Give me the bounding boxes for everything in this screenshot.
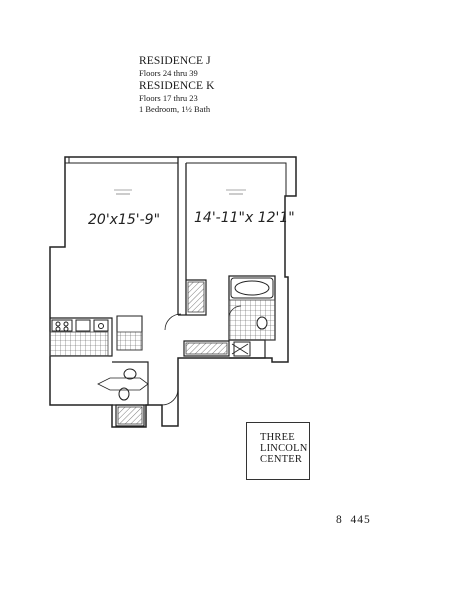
- bath-cross: [231, 343, 249, 355]
- hall-closet-shelving: [185, 342, 228, 355]
- bathtub-basin: [234, 280, 270, 296]
- hall-closet: [183, 340, 230, 357]
- header-residence-j: RESIDENCE J: [139, 55, 211, 67]
- header-floors-j: Floors 24 thru 39: [139, 68, 198, 78]
- three-lincoln-center-logo: THREE LINCOLN CENTER: [246, 422, 310, 480]
- kitchen-sink-drain: [98, 323, 104, 329]
- closet-shelving: [187, 281, 205, 313]
- header-unit-type: 1 Bedroom, 1½ Bath: [139, 104, 211, 114]
- header-residence-k: RESIDENCE K: [139, 80, 215, 92]
- entry-closet-shelving: [117, 406, 143, 425]
- kitchen-floor-tiles: [49, 331, 109, 357]
- door-swing: [164, 313, 182, 331]
- bedroom-dimensions: 14'-11"x 12'1": [194, 210, 295, 226]
- entry-closet: [115, 404, 145, 427]
- window-band: [64, 157, 287, 196]
- burner: [63, 321, 69, 327]
- partition-wall: [177, 157, 187, 316]
- living-room-dimensions: 20'x15'-9": [88, 212, 160, 228]
- stove: [51, 319, 73, 332]
- powder-room-sink: [123, 368, 137, 380]
- logo-line-2: LINCOLN: [260, 443, 308, 454]
- burner: [63, 326, 69, 332]
- burner: [55, 326, 61, 332]
- door-swing: [161, 388, 179, 406]
- header-floors-k: Floors 17 thru 23: [139, 93, 198, 103]
- exterior-wall: [49, 156, 297, 428]
- toilet: [256, 316, 268, 330]
- burner: [55, 321, 61, 327]
- page-number: 8 445: [336, 514, 371, 526]
- refrigerator: [75, 319, 91, 332]
- logo-line-1: THREE: [260, 432, 295, 443]
- powder-room-toilet: [118, 387, 130, 401]
- powder-chevron: [97, 377, 149, 391]
- kitchen-counter-tiles: [116, 331, 143, 351]
- bedroom-closet: [186, 279, 207, 316]
- logo-line-3: CENTER: [260, 454, 303, 465]
- bath-floor-tiles: [228, 299, 276, 341]
- powder-room: [112, 361, 149, 406]
